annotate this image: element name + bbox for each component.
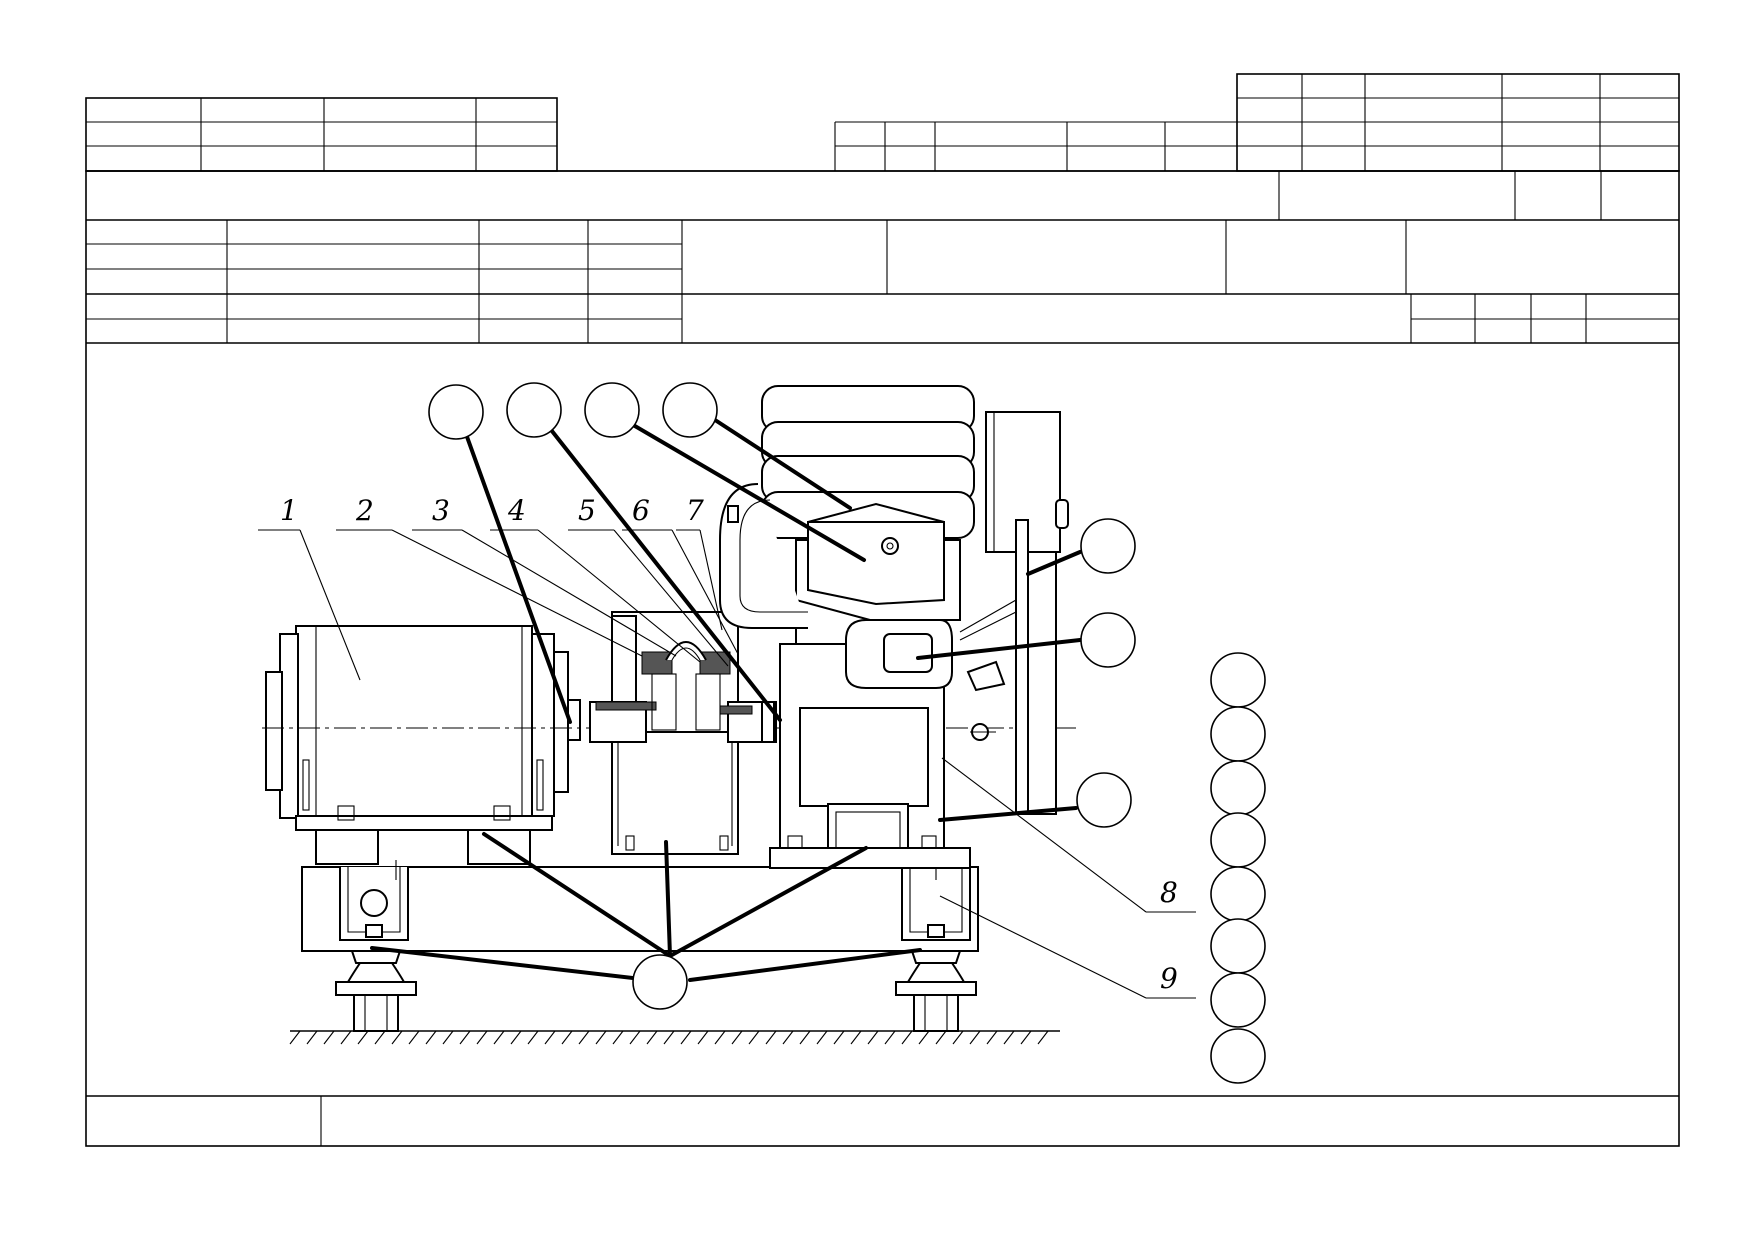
- position-label-5: 5: [578, 494, 596, 527]
- ground-hatch-stroke: [408, 1030, 420, 1045]
- position-label-3: 3: [432, 494, 450, 527]
- ground-hatch-stroke: [374, 1030, 386, 1045]
- position-leaders: [258, 529, 1196, 999]
- balloon-column-1: [1210, 652, 1266, 708]
- compressor: [719, 385, 975, 869]
- balloon-top-2: [506, 382, 562, 438]
- balloon-column-5: [1210, 866, 1266, 922]
- electric-motor: [265, 625, 581, 865]
- ground-hatch-stroke: [697, 1030, 709, 1045]
- position-label-9: 9: [1160, 962, 1178, 995]
- ground-hatch-stroke: [289, 1030, 301, 1045]
- position-label-4: 4: [507, 494, 526, 527]
- ground-hatch-stroke: [986, 1030, 998, 1045]
- ground-hatch-stroke: [663, 1030, 675, 1045]
- ground-hatch-stroke: [442, 1030, 454, 1045]
- position-label-1: 1: [280, 494, 298, 527]
- balloon-right-1: [1080, 518, 1136, 574]
- ground-hatch-stroke: [731, 1030, 743, 1045]
- balloon-right-3: [1076, 772, 1132, 828]
- ground-hatch-stroke: [578, 1030, 590, 1045]
- ground-hatch-stroke: [340, 1030, 352, 1045]
- ground-hatch-stroke: [510, 1030, 522, 1045]
- balloon-bottom: [632, 954, 688, 1010]
- ground-hatch-stroke: [952, 1030, 964, 1045]
- ground-hatch-stroke: [901, 1030, 913, 1045]
- balloon-column-6: [1210, 918, 1266, 974]
- ground-hatch-stroke: [850, 1030, 862, 1045]
- position-label-2: 2: [355, 494, 374, 527]
- ground-hatch-stroke: [493, 1030, 505, 1045]
- ground-hatch-stroke: [680, 1030, 692, 1045]
- ground-hatch-stroke: [306, 1030, 318, 1045]
- ground-hatch-stroke: [391, 1030, 403, 1045]
- balloon-right-2: [1080, 612, 1136, 668]
- form-footer-table: [86, 1095, 1679, 1146]
- form-header-table: [85, 73, 1680, 344]
- ground-hatch-stroke: [1037, 1030, 1049, 1045]
- ground-hatch-stroke: [323, 1030, 335, 1045]
- ground-hatch-stroke: [935, 1030, 947, 1045]
- ground-line: [289, 1030, 1060, 1045]
- ground-hatch-stroke: [612, 1030, 624, 1045]
- ground-hatch-stroke: [1003, 1030, 1015, 1045]
- ground-hatch-stroke: [833, 1030, 845, 1045]
- ground-hatch-stroke: [1020, 1030, 1032, 1045]
- ground-hatch-stroke: [527, 1030, 539, 1045]
- position-label-6: 6: [632, 494, 650, 527]
- ground-hatch-stroke: [561, 1030, 573, 1045]
- position-numbers: 1 2 3 4 5 6 7 8 9: [280, 494, 1178, 995]
- ground-hatch-stroke: [629, 1030, 641, 1045]
- ground-hatch-stroke: [646, 1030, 658, 1045]
- ground-hatch-stroke: [918, 1030, 930, 1045]
- position-label-8: 8: [1160, 876, 1178, 909]
- balloon-column-8: [1210, 1028, 1266, 1084]
- machine-assembly: [262, 385, 1080, 1045]
- ground-hatch-stroke: [595, 1030, 607, 1045]
- ground-hatch-stroke: [867, 1030, 879, 1045]
- balloon-top-3: [584, 382, 640, 438]
- balloon-column-3: [1210, 760, 1266, 816]
- vibration-mounts: [335, 950, 977, 1032]
- callout-lines: [370, 416, 1082, 982]
- ground-hatch-stroke: [544, 1030, 556, 1045]
- ground-hatch-stroke: [782, 1030, 794, 1045]
- balloon-column-7: [1210, 972, 1266, 1028]
- ground-hatch-stroke: [765, 1030, 777, 1045]
- ground-hatch-stroke: [425, 1030, 437, 1045]
- ground-hatch-stroke: [357, 1030, 369, 1045]
- balloon-column-2: [1210, 706, 1266, 762]
- ground-hatch-stroke: [799, 1030, 811, 1045]
- position-label-7: 7: [686, 494, 704, 527]
- ground-hatch-stroke: [969, 1030, 981, 1045]
- balloon-top-1: [428, 384, 484, 440]
- ground-hatch-stroke: [748, 1030, 760, 1045]
- flywheel-fan: [959, 411, 1069, 815]
- coupling-guard: [589, 611, 777, 855]
- ground-hatch-stroke: [476, 1030, 488, 1045]
- ground-hatch-stroke: [816, 1030, 828, 1045]
- balloon-top-4: [662, 382, 718, 438]
- ground-hatch-stroke: [884, 1030, 896, 1045]
- callout-balloons: [428, 382, 1266, 1084]
- ground-hatch-stroke: [714, 1030, 726, 1045]
- ground-hatch-stroke: [459, 1030, 471, 1045]
- balloon-column-4: [1210, 812, 1266, 868]
- drawing-frame: [85, 170, 1680, 1147]
